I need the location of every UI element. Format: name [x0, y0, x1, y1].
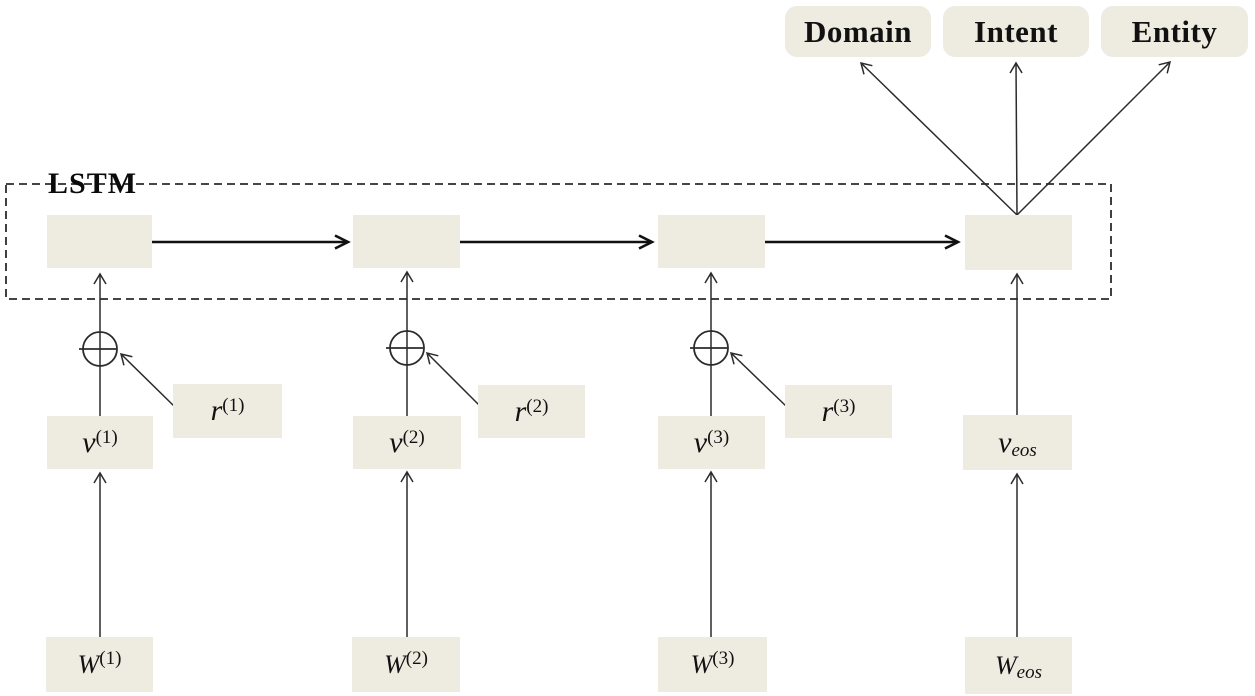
v2-box: v(2) — [353, 416, 461, 469]
output-box-entity: Entity — [1101, 6, 1248, 57]
lstm-cell-4-eos — [965, 215, 1072, 270]
w3-label: W(3) — [690, 647, 735, 679]
circled-plus-icon — [79, 331, 118, 367]
circled-plus-icon — [386, 330, 425, 366]
w-eos-label: Weos — [995, 650, 1042, 683]
lstm-boundary-dashed-box — [5, 183, 1112, 300]
r2-box: r(2) — [478, 385, 585, 438]
arrow-r1-to-sum1 — [119, 352, 177, 409]
w1-box: W(1) — [46, 637, 153, 692]
v2-label: v(2) — [389, 425, 425, 459]
output-box-intent: Intent — [943, 6, 1089, 57]
arrow-lstm4-to-entity — [1016, 60, 1172, 216]
circled-plus-icon — [690, 330, 729, 366]
output-label-domain: Domain — [803, 13, 913, 49]
arrow-lstm4-to-intent — [1009, 61, 1023, 216]
v3-box: v(3) — [658, 416, 765, 469]
arrow-r3-to-sum3 — [729, 351, 788, 408]
w-eos-box: Weos — [965, 637, 1072, 694]
v-eos-box: veos — [963, 415, 1072, 470]
w2-label: W(2) — [384, 647, 428, 679]
lstm-cell-1 — [47, 215, 152, 268]
lstm-cell-2 — [353, 215, 460, 268]
w2-box: W(2) — [352, 637, 460, 692]
r3-label: r(3) — [821, 394, 856, 428]
w1-label: W(1) — [77, 647, 122, 679]
r3-box: r(3) — [785, 385, 892, 438]
arrow-lstm4-to-domain — [859, 61, 1018, 216]
r1-box: r(1) — [173, 384, 282, 438]
lstm-boundary-label: LSTM — [48, 167, 138, 200]
v1-label: v(1) — [82, 425, 118, 459]
w3-box: W(3) — [658, 637, 767, 692]
arrow-r2-to-sum2 — [425, 351, 482, 408]
output-label-intent: Intent — [974, 13, 1058, 49]
lstm-cell-3 — [658, 215, 765, 268]
output-label-entity: Entity — [1131, 13, 1218, 49]
v1-box: v(1) — [47, 416, 153, 469]
v3-label: v(3) — [693, 425, 730, 459]
output-box-domain: Domain — [785, 6, 931, 57]
r1-label: r(1) — [210, 394, 245, 427]
v-eos-label: veos — [998, 425, 1037, 461]
r2-label: r(2) — [514, 394, 549, 428]
